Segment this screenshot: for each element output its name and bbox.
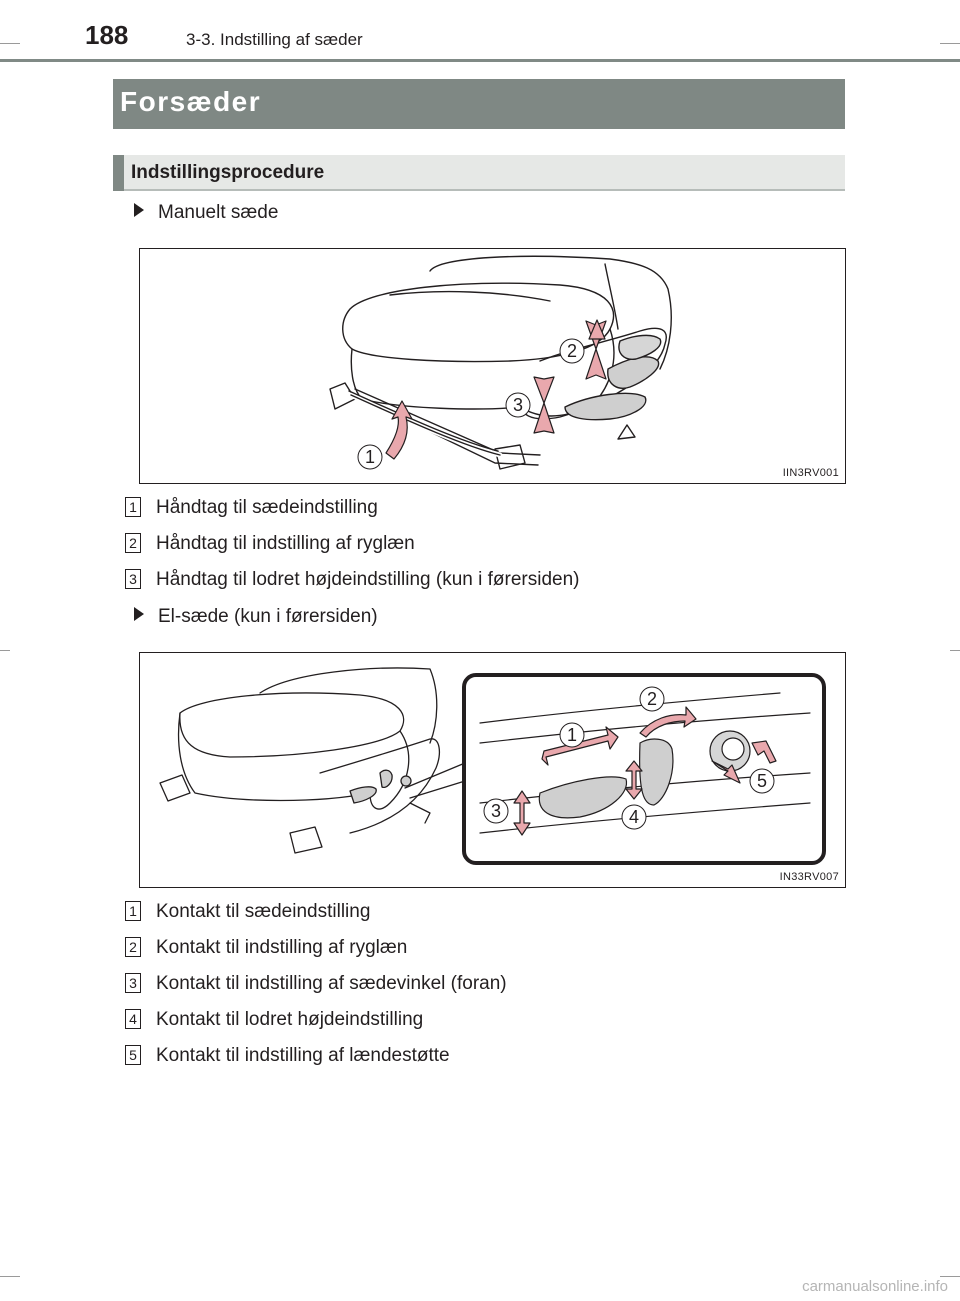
item-number: 1 xyxy=(125,901,141,921)
figure-code: IIN3RV001 xyxy=(782,467,839,479)
manual-seat-heading-text: Manuelt sæde xyxy=(158,202,279,223)
figure-code: IN33RV007 xyxy=(779,871,839,883)
manual-item-2: 2 Håndtag til indstilling af ryglæn xyxy=(125,533,415,555)
page-header: 188 3-3. Indstilling af sæder xyxy=(0,0,960,64)
item-text: Håndtag til lodret højdeindstilling (kun… xyxy=(156,569,580,590)
callout-2: 2 xyxy=(647,689,657,709)
page-number: 188 xyxy=(85,20,129,50)
item-text: Kontakt til lodret højdeindstilling xyxy=(156,1009,424,1030)
power-item-3: 3 Kontakt til indstilling af sædevinkel (… xyxy=(125,973,507,995)
power-seat-illustration: 1 2 3 4 5 xyxy=(159,667,826,865)
item-number: 1 xyxy=(125,497,141,517)
crop-mark xyxy=(950,650,960,651)
section-title: Forsæder xyxy=(120,86,262,117)
manual-item-1: 1 Håndtag til sædeindstilling xyxy=(125,497,378,519)
callout-1: 1 xyxy=(567,725,577,745)
item-text: Kontakt til indstilling af sædevinkel (f… xyxy=(156,973,507,994)
callout-1: 1 xyxy=(365,447,375,467)
item-number: 2 xyxy=(125,937,141,957)
header-rule xyxy=(0,59,960,62)
subsection-title: Indstillingsprocedure xyxy=(131,162,325,183)
item-number: 4 xyxy=(125,1009,141,1029)
power-seat-figure: 1 2 3 4 5 IN33RV007 xyxy=(139,652,846,888)
item-text: Kontakt til indstilling af lændestøtte xyxy=(156,1045,450,1066)
subsection-marker xyxy=(113,155,124,191)
crop-mark xyxy=(0,1276,20,1277)
subsection-band xyxy=(113,155,845,191)
power-seat-heading: El-sæde (kun i førersiden) xyxy=(134,606,378,628)
item-number: 3 xyxy=(125,569,141,589)
callout-3: 3 xyxy=(513,395,523,415)
item-number: 3 xyxy=(125,973,141,993)
callout-3: 3 xyxy=(491,801,501,821)
callout-2: 2 xyxy=(567,341,577,361)
triangle-bullet-icon xyxy=(134,607,144,621)
power-item-2: 2 Kontakt til indstilling af ryglæn xyxy=(125,937,407,959)
crop-mark xyxy=(0,650,10,651)
item-text: Håndtag til indstilling af ryglæn xyxy=(156,533,415,554)
power-item-1: 1 Kontakt til sædeindstilling xyxy=(125,901,370,923)
item-text: Kontakt til sædeindstilling xyxy=(156,901,371,922)
crop-mark xyxy=(940,43,960,44)
power-seat-heading-text: El-sæde (kun i førersiden) xyxy=(158,606,378,627)
callout-5: 5 xyxy=(757,771,767,791)
crop-mark xyxy=(0,43,20,44)
manual-seat-heading: Manuelt sæde xyxy=(134,202,278,224)
manual-seat-illustration: 1 2 3 xyxy=(329,255,672,470)
crop-mark xyxy=(940,1276,960,1277)
watermark[interactable]: carmanualsonline.info xyxy=(802,1278,948,1295)
callout-4: 4 xyxy=(629,807,639,827)
item-text: Håndtag til sædeindstilling xyxy=(156,497,378,518)
item-number: 5 xyxy=(125,1045,141,1065)
item-text: Kontakt til indstilling af ryglæn xyxy=(156,937,408,958)
power-item-5: 5 Kontakt til indstilling af lændestøtte xyxy=(125,1045,450,1067)
chapter-title: 3-3. Indstilling af sæder xyxy=(186,30,363,49)
power-item-4: 4 Kontakt til lodret højdeindstilling xyxy=(125,1009,423,1031)
manual-seat-figure: 1 2 3 IIN3RV001 xyxy=(139,248,846,484)
manual-item-3: 3 Håndtag til lodret højdeindstilling (ku… xyxy=(125,569,579,591)
section-band xyxy=(113,79,845,129)
triangle-bullet-icon xyxy=(134,203,144,217)
item-number: 2 xyxy=(125,533,141,553)
